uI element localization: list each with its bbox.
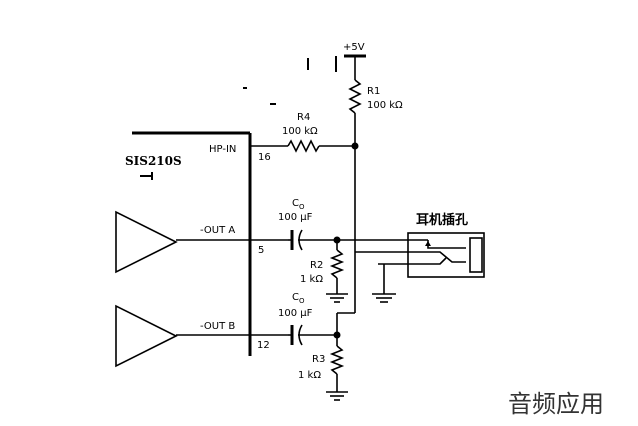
ground-symbol-jack bbox=[372, 293, 396, 303]
ground-symbol-a bbox=[326, 293, 348, 303]
cb-value: 100 μF bbox=[278, 308, 313, 319]
scan-artifacts bbox=[140, 56, 337, 180]
r4-name: R4 bbox=[297, 112, 310, 123]
r2-resistor bbox=[329, 249, 345, 279]
out-a-label: -OUT A bbox=[200, 225, 235, 236]
chip-name: SIS210S bbox=[125, 154, 182, 168]
cb-name: CO bbox=[292, 292, 305, 305]
r4-resistor bbox=[287, 139, 320, 153]
r3-name: R3 bbox=[312, 354, 325, 365]
hp-in-pin: 16 bbox=[258, 152, 271, 163]
r4-value: 100 kΩ bbox=[282, 126, 318, 137]
amplifier-b-triangle bbox=[115, 304, 178, 368]
ground-symbol-b bbox=[326, 391, 348, 401]
r1-value: 100 kΩ bbox=[367, 100, 403, 111]
r2-value: 1 kΩ bbox=[300, 274, 323, 285]
jack-sleeve-contact bbox=[418, 257, 447, 265]
amplifier-a-triangle bbox=[115, 210, 178, 274]
jack-body bbox=[407, 232, 485, 278]
supply-label: +5V bbox=[343, 42, 365, 53]
out-b-pin: 12 bbox=[257, 340, 270, 351]
hp-in-label: HP-IN bbox=[209, 144, 236, 155]
ca-name: CO bbox=[292, 198, 305, 211]
r1-resistor bbox=[348, 79, 362, 114]
r3-resistor bbox=[329, 345, 345, 375]
r3-value: 1 kΩ bbox=[298, 370, 321, 381]
jack-tip-arrow bbox=[425, 241, 431, 246]
watermark-text: 音频应用 bbox=[508, 390, 604, 418]
r2-name: R2 bbox=[310, 260, 323, 271]
out-b-label: -OUT B bbox=[200, 321, 235, 332]
jack-tip-contact bbox=[427, 240, 466, 249]
ca-value: 100 μF bbox=[278, 212, 313, 223]
out-a-pin: 5 bbox=[258, 245, 264, 256]
jack-switch bbox=[418, 251, 466, 263]
r1-name: R1 bbox=[367, 86, 380, 97]
jack-inner bbox=[469, 237, 483, 273]
jack-label: 耳机插孔 bbox=[416, 212, 468, 228]
